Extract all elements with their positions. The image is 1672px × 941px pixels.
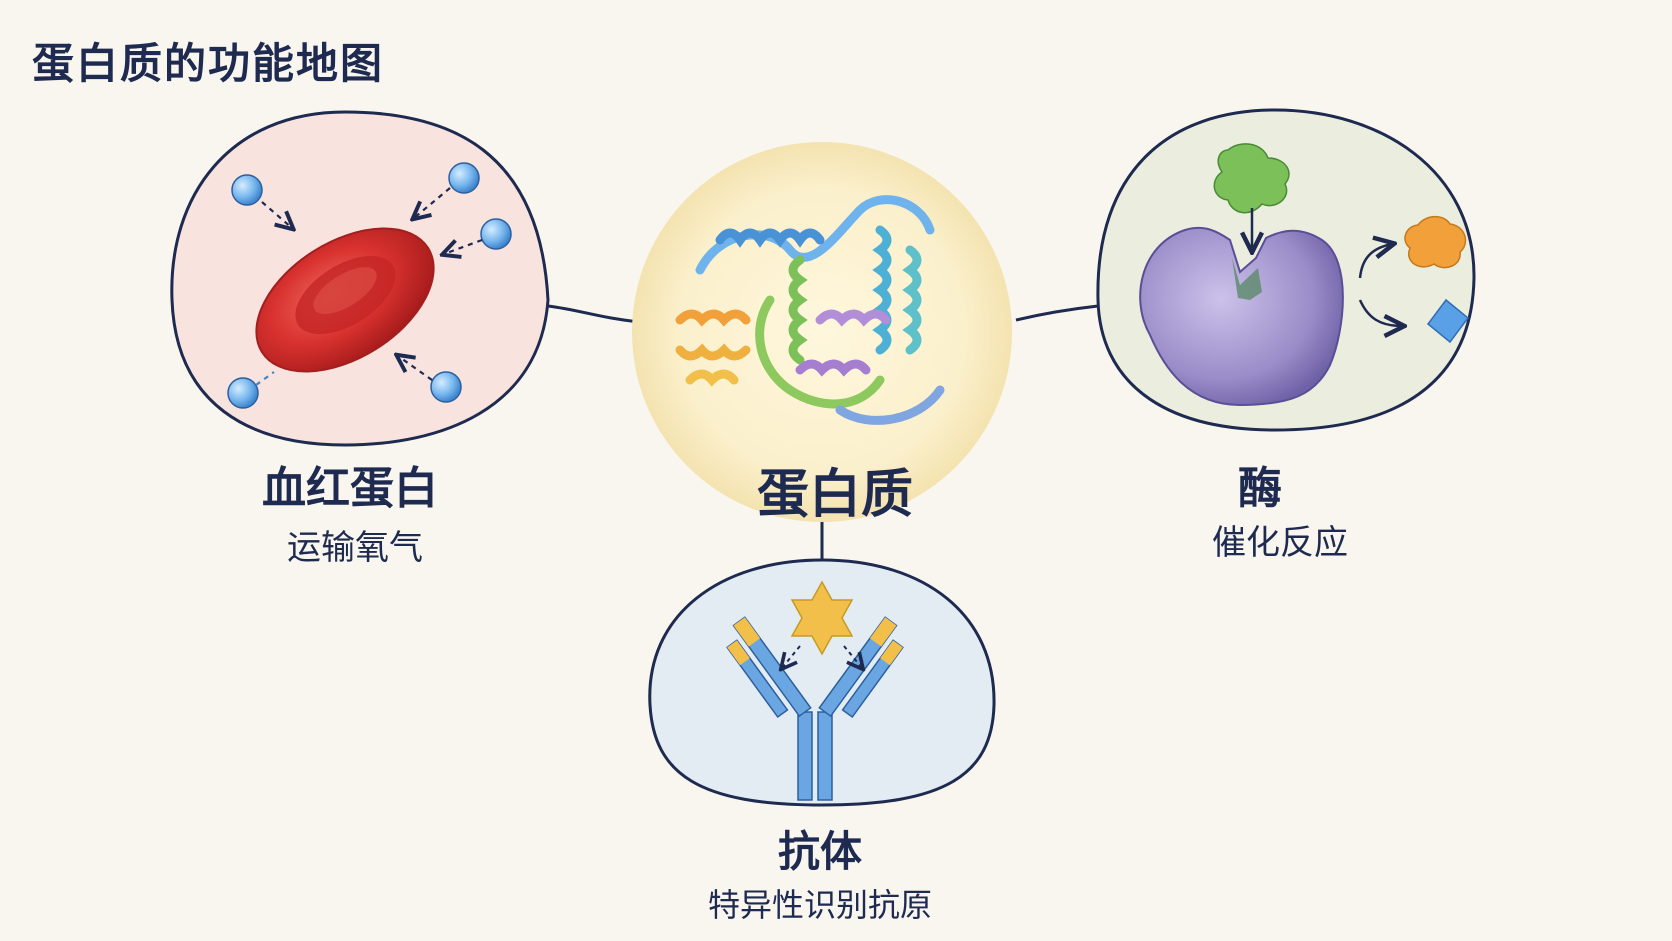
antibody-bubble [648, 558, 996, 807]
oxygen-molecule-icon [227, 162, 512, 409]
product-orange-icon [1404, 215, 1467, 269]
protein-center-label: 蛋白质 [756, 465, 913, 525]
substrate-icon [1213, 143, 1290, 214]
active-site-icon [1232, 258, 1262, 300]
antibody-label: 抗体 [777, 827, 862, 876]
hemoglobin-label: 血红蛋白 [262, 463, 438, 514]
red-blood-cell-icon [255, 227, 435, 373]
enzyme-label: 酶 [1238, 463, 1282, 514]
antigen-star-icon [790, 580, 854, 656]
protein-center-bubble [632, 142, 1012, 522]
protein-ribbon-structure-icon [675, 195, 945, 425]
connector-enzyme [1015, 304, 1099, 322]
product-arrow-down [1358, 299, 1402, 326]
hemoglobin-bubble [170, 110, 550, 447]
product-arrow-up [1358, 244, 1392, 279]
enzyme-icon [1139, 226, 1344, 407]
product-blue-icon [1426, 298, 1470, 344]
enzyme-function: 催化反应 [1212, 523, 1348, 563]
oxygen-flow-arrows [255, 187, 483, 386]
page-title: 蛋白质的功能地图 [32, 39, 385, 88]
hemoglobin-function: 运输氧气 [287, 528, 423, 568]
antibody-function: 特异性识别抗原 [707, 886, 932, 924]
enzyme-bubble [1096, 108, 1476, 432]
connector-hemoglobin [547, 304, 641, 324]
